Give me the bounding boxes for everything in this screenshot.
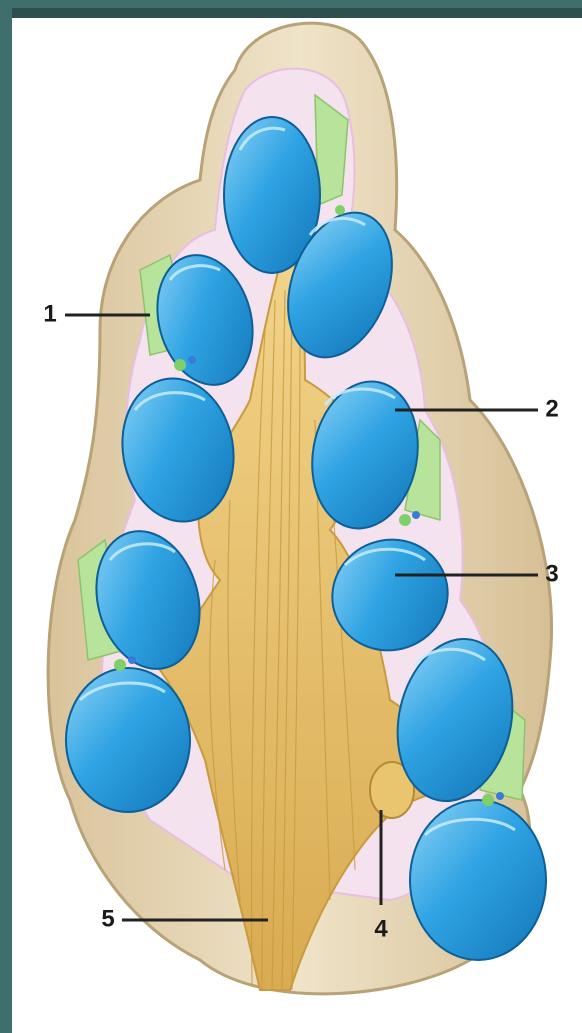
duct-bottom-left — [66, 668, 190, 812]
callout-label-1: 1 — [43, 300, 56, 327]
callout-label-2: 2 — [545, 395, 558, 422]
callout-label-4: 4 — [374, 915, 388, 942]
duct-bottom-right — [410, 800, 546, 960]
callout-label-5: 5 — [101, 905, 114, 932]
callout-label-3: 3 — [545, 560, 558, 587]
